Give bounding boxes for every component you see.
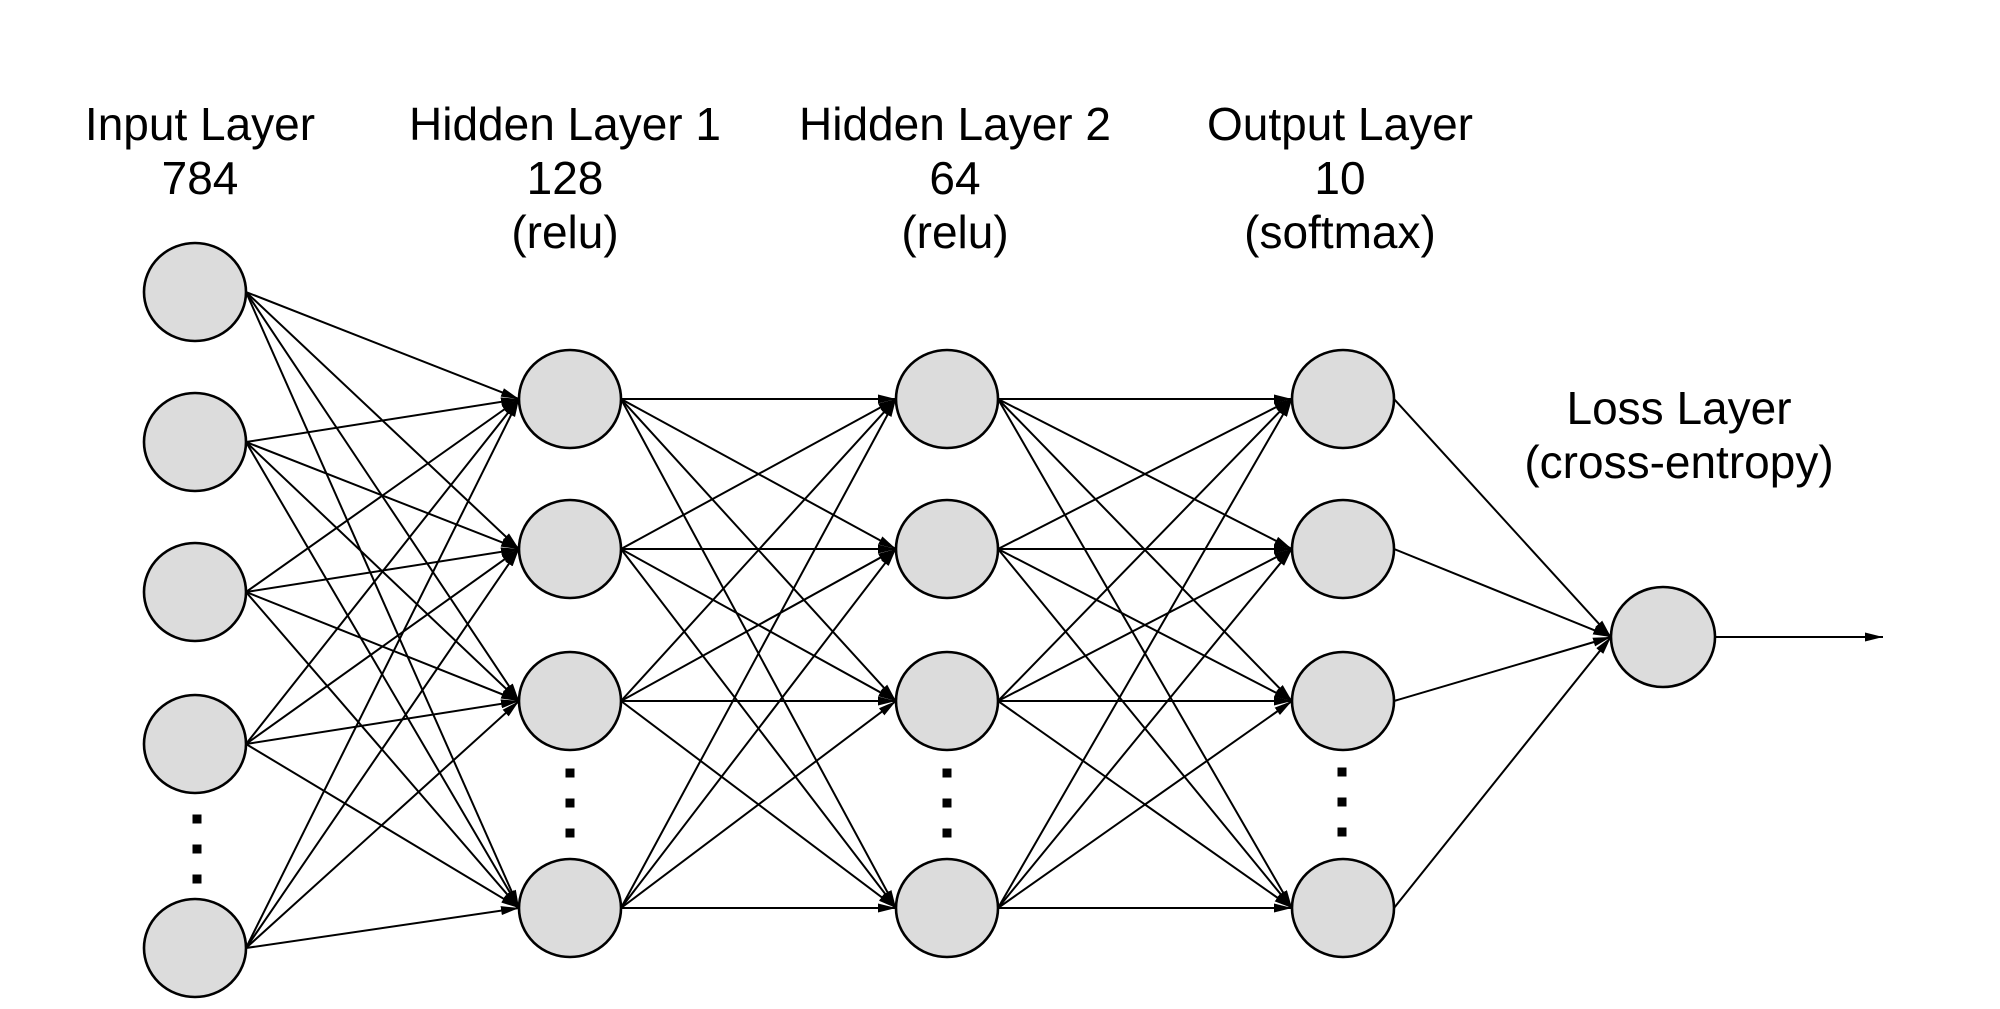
input-ellipsis-dot <box>192 814 202 824</box>
input-neuron-node <box>142 541 248 643</box>
edge-output-to-loss <box>1393 636 1612 702</box>
loss-layer-function: (cross-entropy) <box>1524 436 1834 488</box>
output-neuron-node <box>1290 498 1396 600</box>
edge-output-to-loss <box>1393 636 1612 909</box>
edge-input-to-hidden1 <box>245 291 520 909</box>
hidden2-neuron-node <box>894 857 1000 959</box>
edge-input-to-hidden1 <box>245 548 520 949</box>
hidden2-ellipsis-dot <box>942 828 952 838</box>
output-neuron-node <box>1290 857 1396 959</box>
input-ellipsis-dot <box>192 874 202 884</box>
hidden2-neuron-node <box>894 498 1000 600</box>
hidden1-neuron-node <box>517 857 623 959</box>
edge-hidden1-to-hidden2 <box>620 398 897 550</box>
edge-hidden2-to-output <box>997 398 1293 909</box>
loss-neuron-node <box>1609 585 1717 689</box>
edge-output-to-loss <box>1393 548 1612 638</box>
hidden1-ellipsis-dot <box>565 798 575 808</box>
output-ellipsis-dot <box>1337 797 1347 807</box>
edge-input-to-hidden1 <box>245 398 520 745</box>
edge-hidden1-to-hidden2 <box>620 548 897 702</box>
hidden1-neuron-node <box>517 498 623 600</box>
edge-hidden1-to-hidden2 <box>620 548 897 909</box>
hidden1-neuron-node <box>517 348 623 450</box>
input-layer-size: 784 <box>161 152 239 204</box>
output-neuron-node <box>1290 650 1396 752</box>
edge-input-to-hidden1 <box>245 291 520 400</box>
output-layer-activation: (softmax) <box>1244 206 1436 258</box>
output-layer-label-line: Output Layer <box>1207 98 1473 150</box>
edge-input-to-hidden1 <box>245 398 520 593</box>
hidden1-neuron-node <box>517 650 623 752</box>
input-neuron-node <box>142 897 248 999</box>
input-layer-label-line: Input Layer <box>84 98 316 150</box>
edges-group <box>245 291 1612 949</box>
edge-hidden1-to-hidden2 <box>620 700 897 909</box>
hidden-layer-2-activation: (relu) <box>901 206 1009 258</box>
input-neuron-node <box>142 391 248 493</box>
edge-output-to-loss <box>1393 398 1612 638</box>
edge-input-to-hidden1 <box>245 397 520 443</box>
input-ellipsis-dot <box>192 844 202 854</box>
edge-hidden2-to-output <box>997 398 1293 702</box>
hidden-layer-1-size: 128 <box>526 152 604 204</box>
output-ellipsis-dot <box>1337 767 1347 777</box>
edge-input-to-hidden1 <box>245 548 520 745</box>
hidden1-ellipsis-dot <box>565 828 575 838</box>
input-neuron-node <box>142 693 248 795</box>
loss-layer-label-line: Loss Layer <box>1566 382 1792 434</box>
hidden-layer-2-size: 64 <box>929 152 981 204</box>
hidden2-neuron-node <box>894 650 1000 752</box>
nodes-group <box>142 241 1717 999</box>
hidden1-ellipsis-dot <box>565 768 575 778</box>
output-ellipsis-dot <box>1337 827 1347 837</box>
edge-hidden2-to-output <box>997 548 1293 702</box>
output-layer-label: Output Layer 10 (softmax) <box>1207 97 1473 259</box>
input-neuron-node <box>142 241 248 343</box>
loss-layer-label: Loss Layer (cross-entropy) <box>1524 381 1833 489</box>
hidden2-ellipsis-dot <box>942 768 952 778</box>
edge-hidden2-to-output <box>997 548 1293 909</box>
hidden2-neuron-node <box>894 348 1000 450</box>
edge-input-to-hidden1 <box>245 906 520 949</box>
edge-hidden2-to-output <box>997 398 1293 550</box>
output-layer-size: 10 <box>1314 152 1366 204</box>
edge-input-to-hidden1 <box>245 398 520 949</box>
hidden-layer-1-label: Hidden Layer 1 128 (relu) <box>409 97 721 259</box>
hidden-layer-2-label: Hidden Layer 2 64 (relu) <box>799 97 1111 259</box>
edge-input-to-hidden1 <box>245 699 520 745</box>
edge-hidden1-to-hidden2 <box>620 398 897 909</box>
edge-input-to-hidden1 <box>245 743 520 909</box>
hidden-layer-1-activation: (relu) <box>511 206 619 258</box>
output-neuron-node <box>1290 348 1396 450</box>
hidden2-ellipsis-dot <box>942 798 952 808</box>
edge-hidden2-to-output <box>997 700 1293 909</box>
hidden-layer-2-label-line: Hidden Layer 2 <box>799 98 1111 150</box>
hidden-layer-1-label-line: Hidden Layer 1 <box>409 98 721 150</box>
edge-input-to-hidden1 <box>245 700 520 949</box>
edge-hidden1-to-hidden2 <box>620 398 897 702</box>
input-layer-label: Input Layer 784 <box>85 97 315 205</box>
